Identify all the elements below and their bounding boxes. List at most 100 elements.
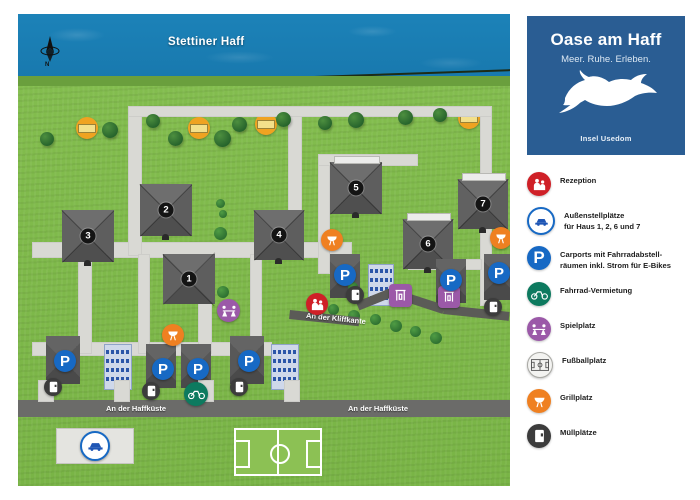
legend-item-fussballplatz: Fußballplatz: [527, 352, 693, 378]
grill-icon[interactable]: [321, 229, 343, 251]
building-entry: [162, 234, 169, 240]
building-entry: [275, 258, 282, 264]
building-entry: [479, 227, 486, 233]
playground-icon: [527, 317, 551, 341]
building-number-1: 1: [181, 271, 197, 287]
parking-icon[interactable]: P: [334, 264, 356, 286]
bush: [219, 210, 227, 218]
reception-icon[interactable]: [306, 293, 328, 315]
grill-icon[interactable]: [162, 324, 184, 346]
waste-icon[interactable]: [142, 382, 160, 400]
bush: [410, 326, 421, 337]
bush: [370, 314, 381, 325]
bush: [214, 227, 227, 240]
legend-item-grillplatz: Grillplatz: [527, 389, 693, 413]
parking-icon[interactable]: P: [238, 350, 260, 372]
waste-icon[interactable]: [484, 298, 502, 316]
building-entry: [424, 267, 431, 273]
path-vertical-f: [250, 254, 262, 354]
bush: [390, 320, 402, 332]
legend-label: Spielplatz: [560, 321, 596, 330]
waste-icon: [527, 424, 551, 448]
legend: Rezeption Außenstellplätze für Haus 1, 2…: [527, 172, 693, 459]
pitch-goal-box-right: [306, 440, 322, 468]
waste-icon[interactable]: [230, 378, 248, 396]
tree: [214, 130, 231, 147]
legend-item-muellplaetze: Müllplätze: [527, 424, 693, 448]
playground-icon[interactable]: [389, 284, 412, 307]
playground-icon[interactable]: [217, 299, 240, 322]
pitch-goal-box-left: [234, 440, 250, 468]
legend-item-spielplatz: Spielplatz: [527, 317, 693, 341]
grill-icon[interactable]: [490, 227, 510, 249]
tree: [433, 108, 447, 122]
building-5[interactable]: 5: [329, 156, 383, 218]
parking-icon[interactable]: P: [152, 358, 174, 380]
parking-icon[interactable]: P: [440, 269, 462, 291]
bush: [430, 332, 442, 344]
legend-label: Fußballplatz: [562, 356, 607, 365]
legend-item-aussenstellplaetze: Außenstellplätze für Haus 1, 2, 6 und 7: [527, 207, 693, 235]
logo-title: Oase am Haff: [550, 30, 662, 49]
building-entry: [352, 212, 359, 218]
logo-place-label: Insel Usedom: [580, 134, 632, 143]
building-1[interactable]: 1: [162, 252, 216, 307]
driveway-2: [114, 380, 130, 402]
tree: [40, 132, 54, 146]
pitch-center-circle: [270, 444, 290, 464]
building-number-2: 2: [158, 202, 174, 218]
building-dormer: [407, 213, 451, 221]
legend-item-rezeption: Rezeption: [527, 172, 693, 196]
car-icon: [80, 431, 110, 461]
legend-label-line2: für Haus 1, 2, 6 und 7: [564, 222, 641, 231]
bicycle-icon[interactable]: [184, 382, 208, 406]
compass-n-label: N: [45, 62, 50, 68]
compass-north-icon: N: [40, 36, 60, 70]
football-pitch[interactable]: [234, 428, 322, 476]
parking-icon[interactable]: P: [488, 262, 510, 284]
car-icon: [527, 207, 555, 235]
parking-icon: P: [527, 246, 551, 270]
tree: [102, 122, 118, 138]
path-vertical-d: [78, 254, 92, 354]
legend-label: Carports mit Fahrradabstell- räumen inkl…: [560, 246, 671, 271]
legend-item-fahrrad-vermietung: Fahrrad-Vermietung: [527, 282, 693, 306]
path-east-vertical: [318, 154, 330, 274]
legend-label: Rezeption: [560, 176, 597, 185]
path-vertical-a: [128, 106, 142, 256]
building-4[interactable]: 4: [253, 210, 305, 264]
parking-icon[interactable]: P: [54, 350, 76, 372]
tree: [318, 116, 332, 130]
road-haffkueste-label-left: An der Haffküste: [106, 404, 167, 413]
reception-icon: [527, 172, 551, 196]
waste-icon[interactable]: [346, 286, 364, 304]
logo-subtitle: Meer. Ruhe. Erleben.: [561, 54, 651, 65]
flying-bird-icon: [551, 68, 661, 129]
legend-label: Außenstellplätze für Haus 1, 2, 6 und 7: [564, 207, 640, 232]
building-7[interactable]: 7: [457, 173, 509, 233]
tree: [146, 114, 160, 128]
bench-viewpoint-1: [76, 117, 98, 139]
tree: [348, 112, 364, 128]
path-ringroad-top: [128, 106, 492, 117]
grill-icon: [527, 389, 551, 413]
tree: [276, 112, 291, 127]
site-map[interactable]: Stettiner Haff N: [18, 14, 510, 486]
building-2[interactable]: 2: [139, 184, 193, 240]
legend-label: Müllplätze: [560, 428, 597, 437]
football-pitch-icon: [527, 352, 553, 378]
water-label: Stettiner Haff: [168, 36, 245, 48]
building-number-7: 7: [475, 196, 491, 212]
road-haffkueste: [18, 400, 510, 417]
outdoor-parking-lot[interactable]: [56, 428, 134, 464]
legend-label: Fahrrad-Vermietung: [560, 286, 633, 295]
building-3[interactable]: 3: [61, 210, 115, 266]
waste-icon[interactable]: [44, 378, 62, 396]
building-entry: [84, 260, 91, 266]
building-dormer: [462, 173, 506, 181]
building-number-5: 5: [348, 180, 364, 196]
parking-icon[interactable]: P: [187, 358, 209, 380]
building-number-3: 3: [80, 228, 96, 244]
playground-icon[interactable]: [438, 286, 460, 308]
